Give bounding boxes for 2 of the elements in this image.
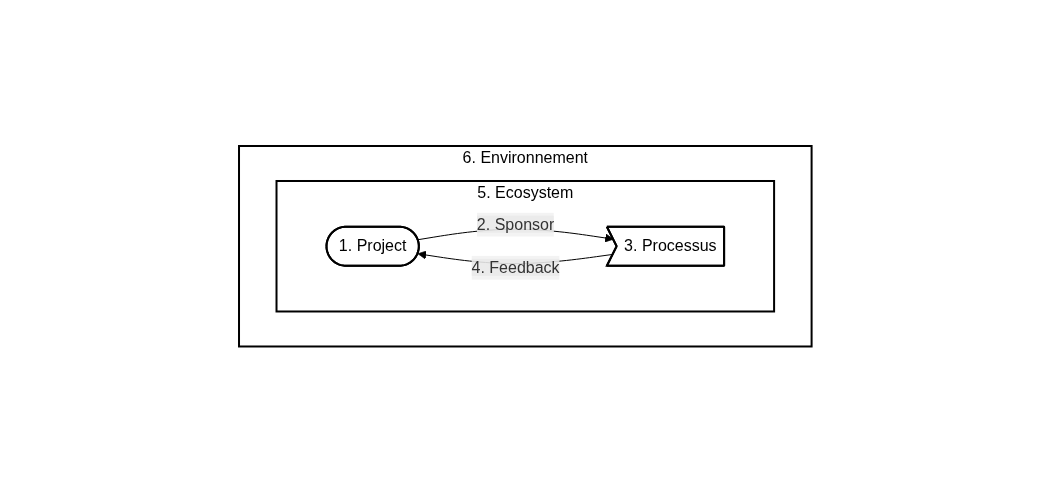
edge-label: 2. Sponsor bbox=[477, 215, 555, 233]
edge-label: 4. Feedback bbox=[471, 259, 560, 277]
